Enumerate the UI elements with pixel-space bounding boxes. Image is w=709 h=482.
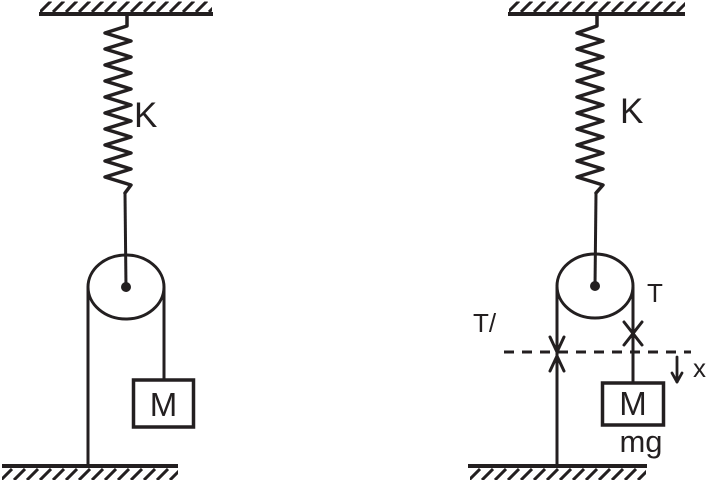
left-spring-label: K [134,96,157,135]
right-mass-box [600,381,666,427]
weight-label: mg [619,424,662,459]
right-diagram: K T T/ x [468,1,706,480]
right-spring-to-pulley-rod [593,192,598,288]
right-mass-label: M [619,385,647,422]
left-spring [103,12,133,195]
left-diagram: K M [2,1,213,480]
converging-tension-arrows [548,335,566,373]
displacement-label: x [693,353,706,383]
right-spring [575,12,605,195]
right-ceiling-hatching [509,1,685,14]
right-pulley-axle-dot [590,281,600,291]
right-spring-label: K [620,92,643,131]
left-pulley-axle-dot [121,282,131,292]
tension-label: T [647,278,663,308]
string-cut-mark [622,320,644,347]
left-ceiling-hatching [40,1,212,14]
left-mass-box [131,378,196,429]
left-mass-label: M [150,386,178,423]
left-floor-hatching [2,468,178,480]
displacement-arrow [670,355,684,384]
right-floor-hatching [470,468,646,480]
tension-half-label: T/ [473,308,497,338]
left-spring-to-pulley-rod [123,192,128,289]
